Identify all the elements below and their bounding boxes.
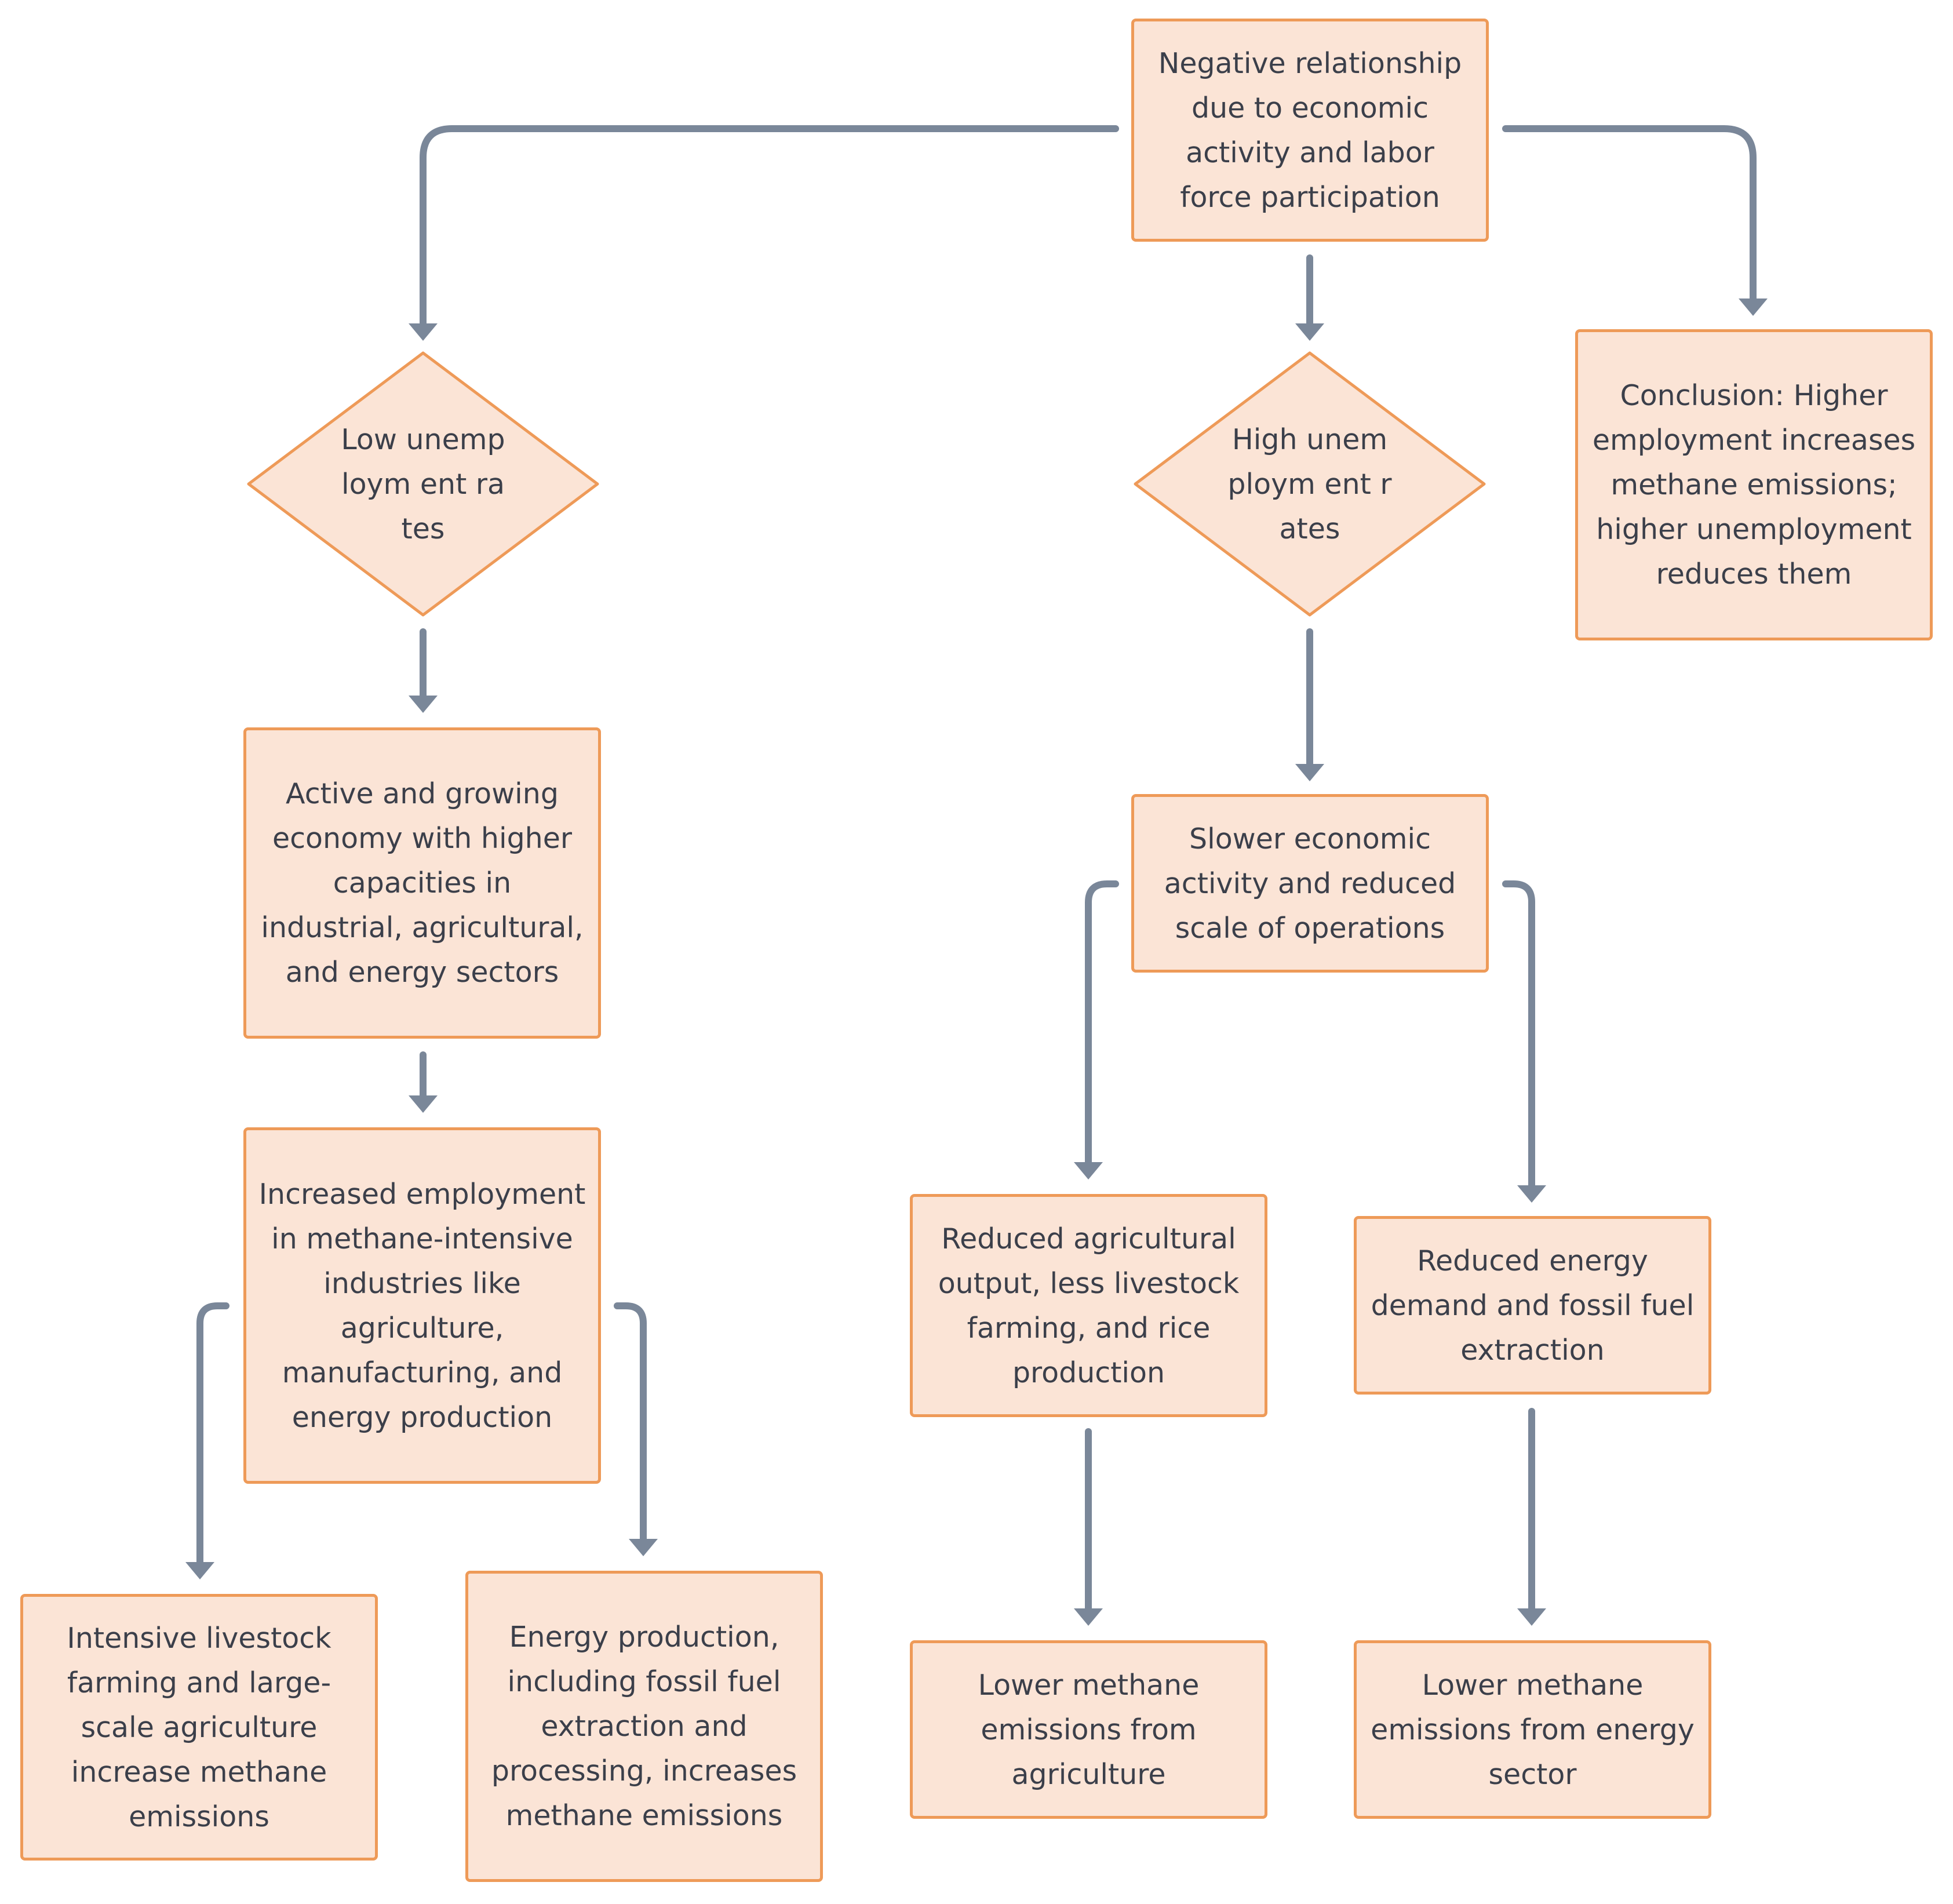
diamond-shape [1134, 351, 1486, 617]
active-economy-label: Active and growing economy with higher c… [261, 777, 584, 989]
energy-production-node: Energy production, including fossil fuel… [465, 1571, 823, 1882]
reduced-energy-node: Reduced energy demand and fossil fuel ex… [1354, 1216, 1711, 1395]
lower-energy-emissions-node: Lower methane emissions from energy sect… [1354, 1640, 1711, 1819]
conclusion-node: Conclusion: Higher employment increases … [1575, 329, 1933, 640]
high-unemployment-decision: High unemploym ent rates [1133, 351, 1486, 617]
reduced-agriculture-node: Reduced agricultural output, less livest… [910, 1194, 1267, 1417]
lower-ag-emissions-label: Lower methane emissions from agriculture [978, 1668, 1200, 1791]
low-unemployment-decision: Low unemploym ent rates [246, 351, 600, 617]
root-node: Negative relationship due to economic ac… [1131, 19, 1489, 242]
edge-root-to-low [409, 125, 1119, 341]
edge-reduced-energy-to-lower-energy [1517, 1408, 1546, 1626]
increased-employment-label: Increased employment in methane-intensiv… [258, 1177, 586, 1434]
low-unemployment-label: Low unemploym ent rates [341, 423, 505, 545]
diamond-shape [247, 351, 599, 617]
edge-increased-to-energy-production [614, 1302, 658, 1556]
edge-low-to-active [409, 628, 438, 713]
high-unemployment-label: High unemploym ent rates [1227, 423, 1392, 545]
edge-slower-to-reduced-agriculture [1074, 880, 1119, 1179]
edge-slower-to-reduced-energy [1502, 880, 1546, 1203]
edge-increased-to-livestock [185, 1302, 229, 1579]
reduced-agriculture-label: Reduced agricultural output, less livest… [938, 1222, 1240, 1389]
increased-employment-node: Increased employment in methane-intensiv… [243, 1127, 601, 1484]
livestock-farming-node: Intensive livestock farming and large-sc… [20, 1594, 378, 1861]
edge-root-to-high [1295, 254, 1324, 341]
edge-high-to-slower [1295, 628, 1324, 781]
edge-active-to-increased [409, 1051, 438, 1113]
livestock-farming-label: Intensive livestock farming and large-sc… [67, 1621, 331, 1833]
edge-root-to-conclusion [1502, 125, 1768, 316]
reduced-energy-label: Reduced energy demand and fossil fuel ex… [1371, 1244, 1695, 1367]
slower-activity-node: Slower economic activity and reduced sca… [1131, 794, 1489, 973]
slower-activity-label: Slower economic activity and reduced sca… [1164, 822, 1456, 945]
active-economy-node: Active and growing economy with higher c… [243, 727, 601, 1039]
lower-energy-emissions-label: Lower methane emissions from energy sect… [1371, 1668, 1695, 1791]
lower-ag-emissions-node: Lower methane emissions from agriculture [910, 1640, 1267, 1819]
edge-reduced-agriculture-to-lower-ag [1074, 1428, 1103, 1626]
root-label: Negative relationship due to economic ac… [1158, 46, 1462, 214]
conclusion-label: Conclusion: Higher employment increases … [1592, 379, 1916, 591]
energy-production-label: Energy production, including fossil fuel… [491, 1621, 797, 1832]
